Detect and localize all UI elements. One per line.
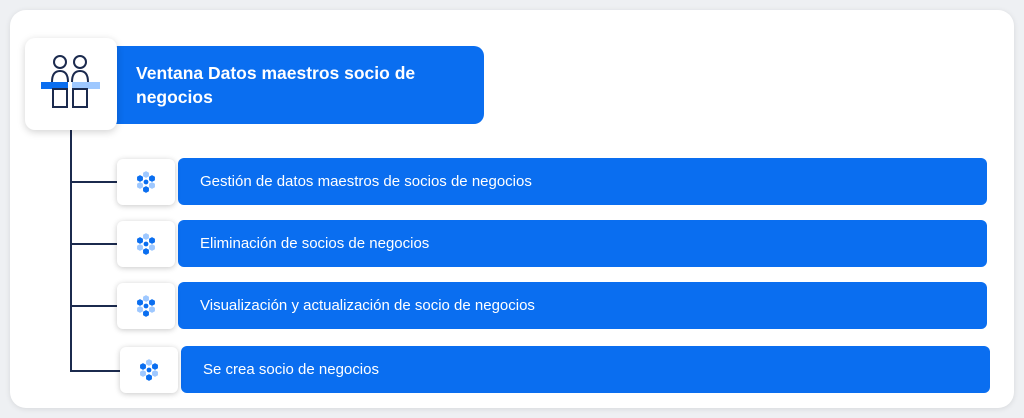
branch-line-3 <box>70 305 117 307</box>
branch-line-1 <box>70 181 117 183</box>
branch-line-2 <box>70 243 117 245</box>
child-node-bar: Visualización y actualización de socio d… <box>178 282 987 329</box>
main-node-title: Ventana Datos maestros socio de negocios <box>112 46 484 124</box>
child-node-bar: Se crea socio de negocios <box>181 346 990 393</box>
main-node-title-text: Ventana Datos maestros socio de negocios <box>136 63 416 107</box>
child-node-label: Visualización y actualización de socio d… <box>200 297 535 314</box>
child-node-bar: Eliminación de socios de negocios <box>178 220 987 267</box>
cubes-icon <box>137 171 155 193</box>
child-node-icon-box <box>117 283 175 329</box>
tree-trunk-line <box>70 128 72 372</box>
child-node-icon-box <box>120 347 178 393</box>
child-node-label: Se crea socio de negocios <box>203 361 379 378</box>
child-node-bar: Gestión de datos maestros de socios de n… <box>178 158 987 205</box>
cubes-icon <box>137 295 155 317</box>
child-node-icon-box <box>117 221 175 267</box>
child-node-label: Gestión de datos maestros de socios de n… <box>200 173 532 190</box>
main-node-icon-box <box>25 38 117 130</box>
branch-line-4 <box>70 370 120 372</box>
cubes-icon <box>137 233 155 255</box>
two-people-icon <box>41 55 100 108</box>
cubes-icon <box>140 359 158 381</box>
child-node-icon-box <box>117 159 175 205</box>
child-node-label: Eliminación de socios de negocios <box>200 235 430 252</box>
